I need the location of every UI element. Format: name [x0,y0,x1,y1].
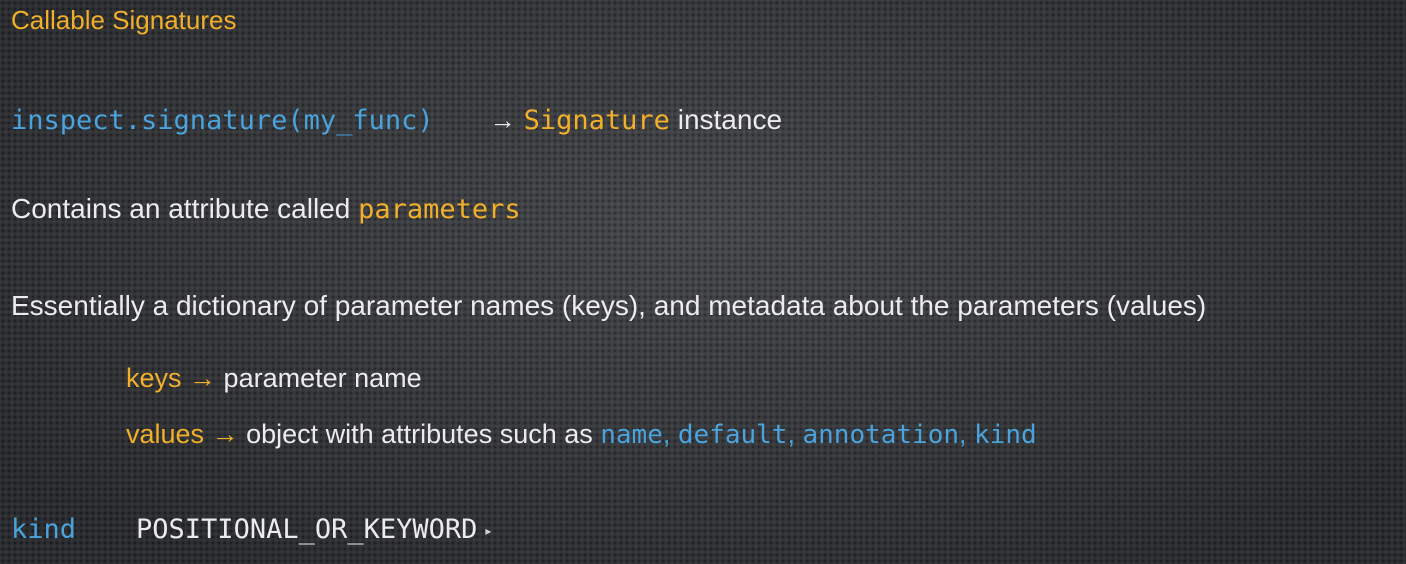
play-marker-icon: ▸ [485,523,492,538]
attr-separator: , [959,419,975,449]
signature-suffix: instance [669,104,783,135]
kind-label: kind [11,514,77,545]
attr-separator: , [787,419,803,449]
attr-default: default [677,420,788,450]
arrow-icon: → [189,363,217,393]
kind-line: kind POSITIONAL_OR_KEYWORD ▸ [11,514,491,545]
values-label: values [126,419,205,449]
slide-title: Callable Signatures [11,5,237,35]
signature-type-name: Signature [523,105,670,136]
contains-text: Contains an attribute called [11,193,359,224]
values-line: values → object with attributes such as … [126,419,1037,450]
keys-line: keys → parameter name [126,363,422,394]
essentially-line: Essentially a dictionary of parameter na… [11,290,1207,321]
signature-line: inspect.signature(my_func) →Signature ins… [11,104,782,136]
attr-separator: , [662,419,678,449]
contains-line: Contains an attribute called parameters [11,193,521,225]
values-description: object with attributes such as [238,419,601,449]
signature-call-code: inspect.signature(my_func) [11,105,434,136]
arrow-icon: → [211,419,239,449]
keys-description: parameter name [216,363,422,393]
attr-name: name [600,420,663,450]
arrow-icon: → [489,105,516,135]
parameters-code: parameters [358,194,521,225]
keys-label: keys [126,363,182,393]
attr-annotation: annotation [802,420,960,450]
kind-value: POSITIONAL_OR_KEYWORD [136,514,478,545]
attr-kind: kind [974,420,1037,450]
